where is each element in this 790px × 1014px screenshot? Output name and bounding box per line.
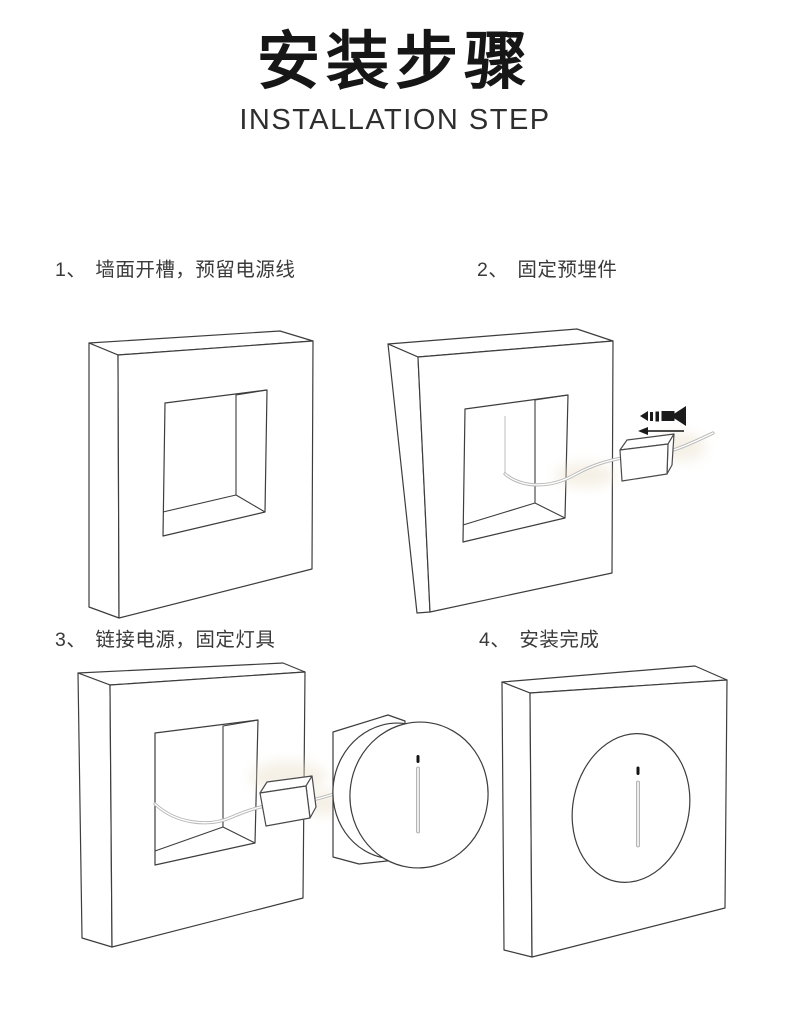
page-header: 安装步骤 INSTALLATION STEP: [0, 26, 790, 137]
step-2-label: 2、固定预埋件: [477, 253, 617, 282]
step-3-label: 3、链接电源，固定灯具: [55, 623, 275, 652]
step-1-text: 墙面开槽，预留电源线: [95, 259, 296, 281]
recess-hole: [154, 719, 259, 866]
step-1-illustration: [88, 330, 314, 619]
step-4-text: 安装完成: [519, 629, 600, 651]
step-4-number: 4、: [479, 629, 511, 651]
step-3-text: 链接电源，固定灯具: [95, 629, 276, 651]
power-cable: [153, 791, 340, 825]
recess-hole: [162, 389, 268, 537]
embedded-box: [619, 433, 675, 482]
step-1-number: 1、: [55, 259, 87, 281]
step-2-illustration: [387, 328, 715, 614]
lamp-indicator-slit: [416, 766, 421, 834]
step-4-label: 4、安装完成: [479, 623, 599, 652]
page-title: 安装步骤: [257, 27, 533, 97]
cable-glow: [555, 463, 615, 487]
connector-box: [259, 775, 317, 827]
step-3-illustration: [77, 662, 489, 948]
power-cable: [503, 416, 715, 487]
step-2-text: 固定预埋件: [517, 259, 618, 281]
screw-icon: [640, 406, 686, 426]
lamp-face: [571, 733, 691, 883]
lamp-indicator-slit: [636, 780, 640, 848]
installed-round-lamp: [571, 733, 691, 883]
step-2-number: 2、: [477, 259, 509, 281]
page-subtitle: INSTALLATION STEP: [239, 104, 551, 137]
step-4-illustration: [501, 665, 728, 958]
recess-hole: [462, 394, 569, 543]
arrow-left-icon: [638, 427, 684, 435]
step-1-label: 1、墙面开槽，预留电源线: [55, 253, 295, 282]
round-lamp: [332, 714, 489, 869]
step-3-number: 3、: [55, 629, 87, 651]
